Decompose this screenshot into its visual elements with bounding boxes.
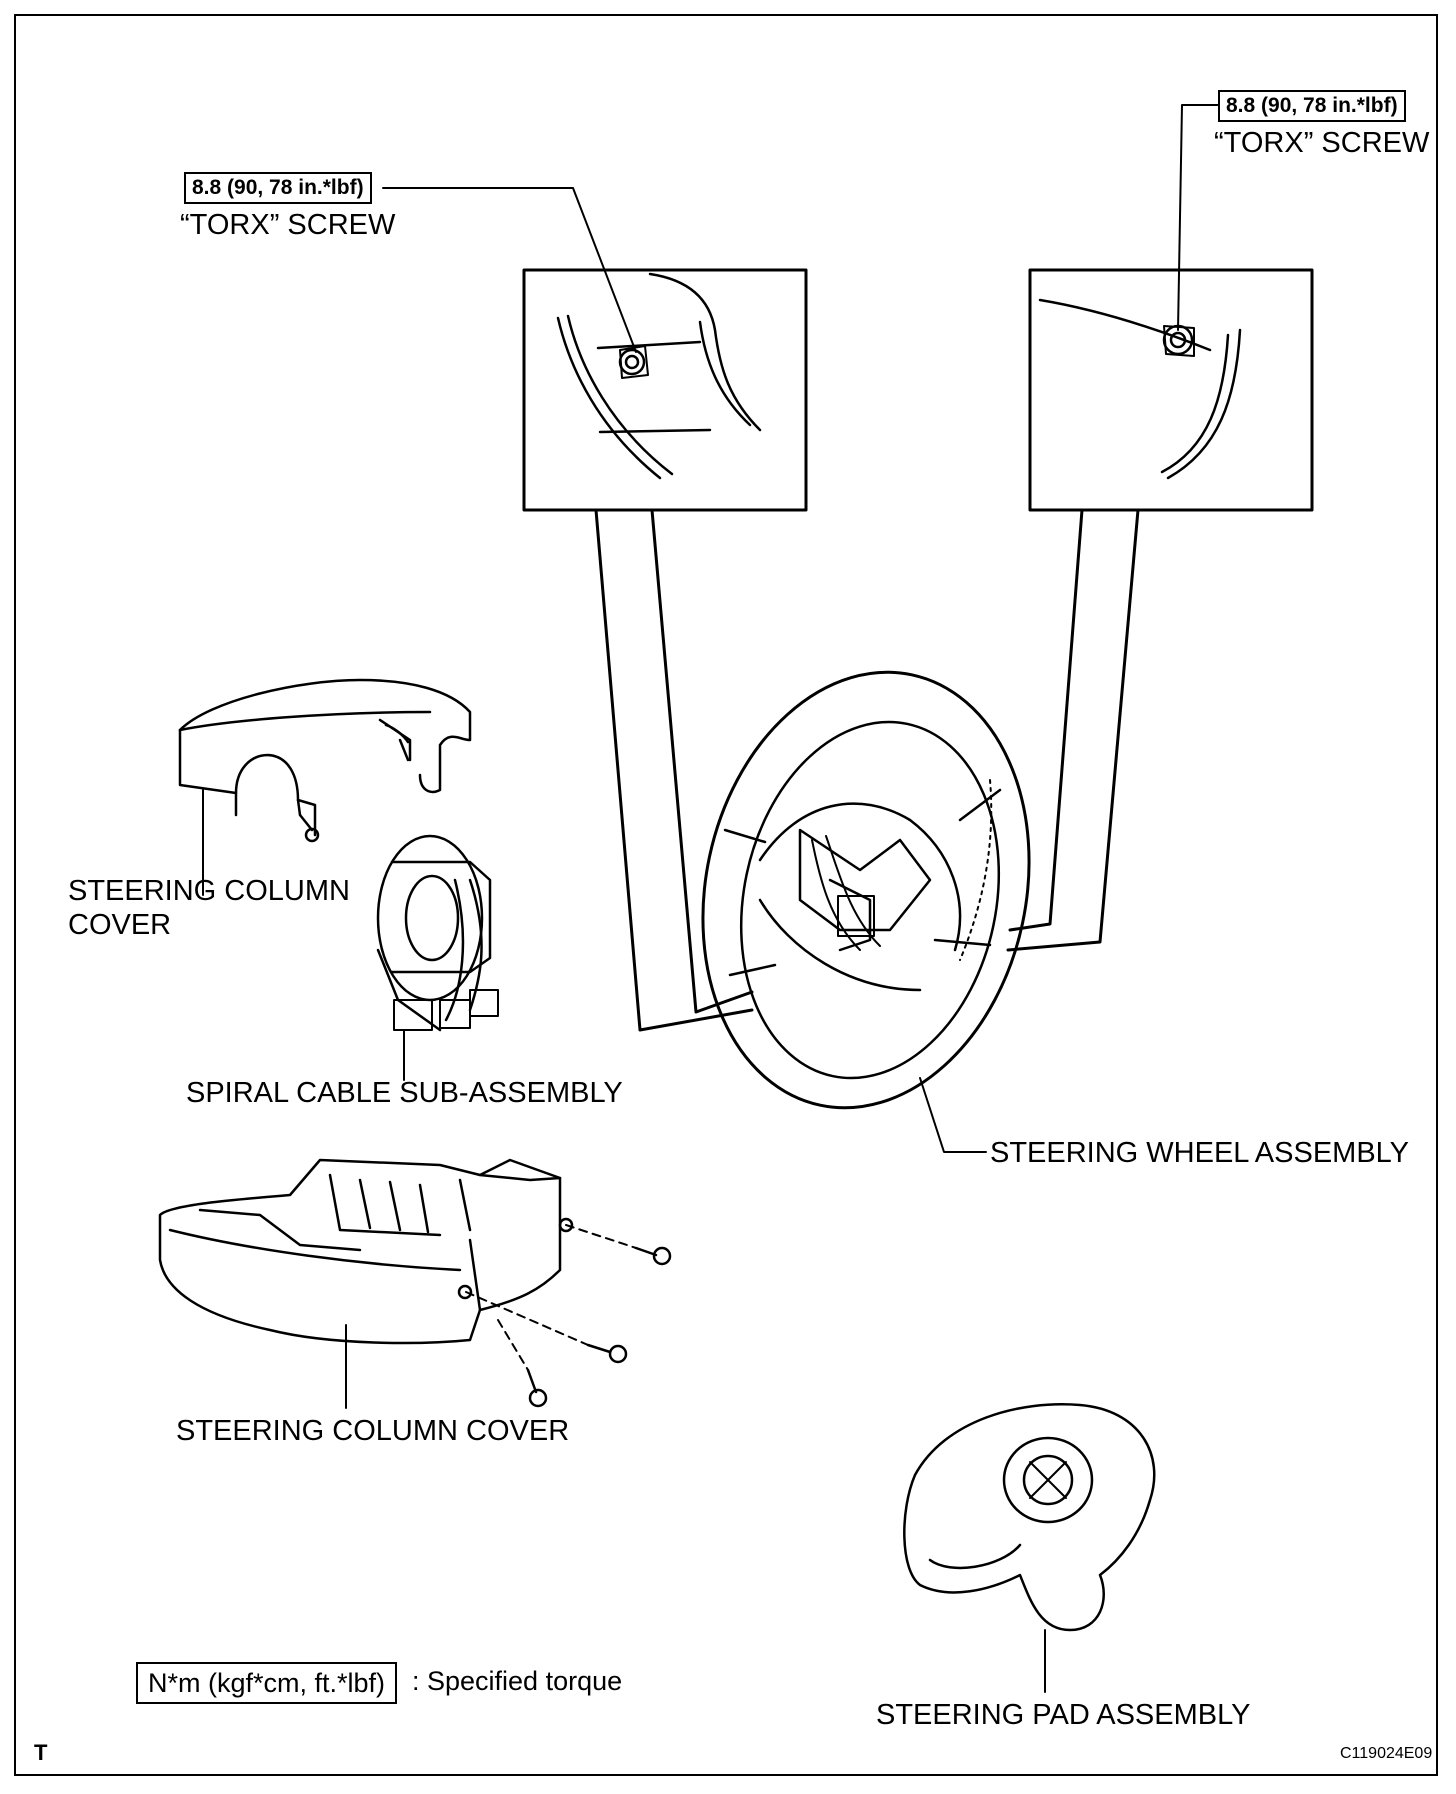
label-steering-wheel: STEERING WHEEL ASSEMBLY [990, 1137, 1409, 1169]
label-spiral-cable: SPIRAL CABLE SUB-ASSEMBLY [186, 1077, 623, 1109]
corner-mark-left: T [34, 1740, 48, 1765]
lower-column-cover-drawing [158, 1158, 637, 1371]
steering-wheel-drawing [701, 670, 1031, 1110]
torx-screw-label-left: “TORX” SCREW [180, 209, 396, 241]
label-lower-column-cover: STEERING COLUMN COVER [176, 1415, 570, 1447]
drawing-frame [14, 14, 1438, 1776]
torque-spec-right: 8.8 (90, 78 in.*lbf) [1218, 90, 1406, 122]
detail-view-left [522, 268, 808, 512]
torque-spec-left: 8.8 (90, 78 in.*lbf) [184, 172, 372, 204]
figure-code: C119024E09 [1340, 1745, 1433, 1762]
detail-view-right [1028, 268, 1314, 512]
steering-pad-drawing [903, 1403, 1156, 1632]
label-upper-column-cover: STEERING COLUMN COVER [68, 875, 350, 941]
legend-description: : Specified torque [412, 1666, 623, 1696]
spiral-cable-drawing [376, 834, 499, 1032]
detail-connectors [594, 508, 1140, 1032]
label-steering-pad: STEERING PAD ASSEMBLY [876, 1699, 1251, 1731]
column-cover-screws [526, 1246, 672, 1408]
legend-unit-box: N*m (kgf*cm, ft.*lbf) [136, 1662, 398, 1704]
upper-column-cover-drawing [178, 678, 472, 843]
torx-screw-label-right: “TORX” SCREW [1214, 127, 1430, 159]
